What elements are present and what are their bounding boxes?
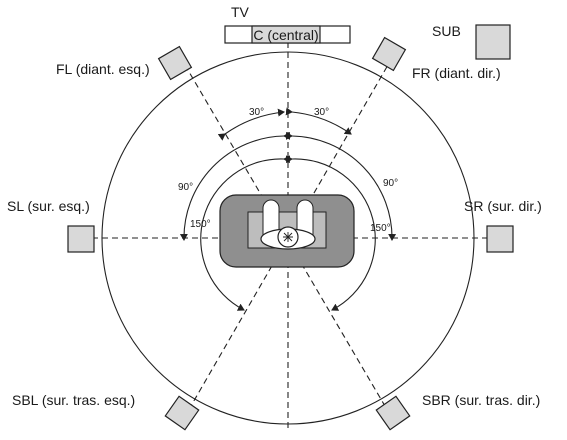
angle-30-right-label: 30° bbox=[314, 107, 329, 118]
sl-label: SL (sur. esq.) bbox=[7, 198, 90, 214]
listener-icon bbox=[260, 226, 316, 250]
sbr-speaker-icon bbox=[375, 395, 411, 431]
angle-arc-90-right bbox=[285, 131, 397, 241]
sbl-label: SBL (sur. tras. esq.) bbox=[12, 392, 135, 408]
sub-label: SUB bbox=[432, 23, 461, 39]
center-speaker-icon bbox=[251, 25, 321, 44]
angle-arc-30-right bbox=[285, 107, 352, 135]
fl-label: FL (diant. esq.) bbox=[56, 61, 150, 77]
angle-150-right-label: 150° bbox=[370, 223, 391, 234]
fl-speaker-icon bbox=[157, 45, 193, 81]
angle-150-left-label: 150° bbox=[190, 219, 211, 230]
sbr-label: SBR (sur. tras. dir.) bbox=[422, 392, 540, 408]
sl-speaker-icon bbox=[67, 225, 95, 253]
sr-label: SR (sur. dir.) bbox=[464, 198, 542, 214]
angle-arc-90-left bbox=[179, 131, 291, 241]
angle-30-left-label: 30° bbox=[249, 107, 264, 118]
angle-90-left-label: 90° bbox=[178, 182, 193, 193]
angle-arc-30-left bbox=[217, 108, 285, 141]
sbl-speaker-icon bbox=[164, 395, 200, 431]
sr-speaker-icon bbox=[486, 225, 514, 253]
angle-90-right-label: 90° bbox=[383, 178, 398, 189]
tv-label: TV bbox=[231, 4, 250, 20]
subwoofer-icon bbox=[475, 24, 511, 60]
angle-arc-150-left bbox=[200, 155, 291, 311]
fr-label: FR (diant. dir.) bbox=[412, 65, 501, 81]
angle-arc-150-right bbox=[285, 155, 376, 311]
fr-speaker-icon bbox=[371, 36, 407, 72]
center-label: C (central) bbox=[253, 27, 318, 43]
